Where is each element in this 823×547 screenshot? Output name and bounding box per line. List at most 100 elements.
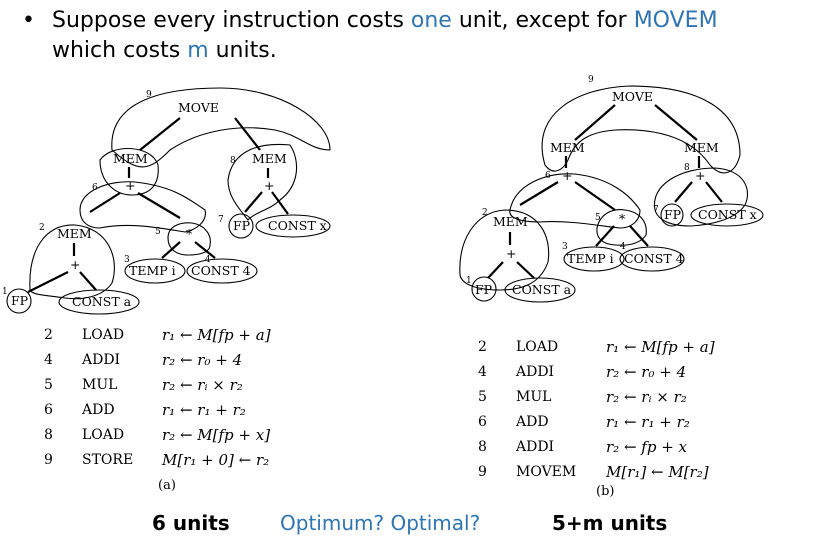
node-label: * <box>186 226 193 241</box>
node-cost: 3 <box>124 255 130 265</box>
caption-a: (a) <box>158 478 176 493</box>
node-label: TEMP i <box>129 263 176 278</box>
edge-b <box>519 181 559 206</box>
edge-a <box>89 192 121 213</box>
footer-question: Optimum? Optimal? <box>280 511 481 535</box>
footer-right-cost: 5+m units <box>552 511 668 535</box>
tile-a-times <box>167 222 211 256</box>
edge-a <box>137 192 181 219</box>
node-label: MEM <box>493 214 528 229</box>
tile-b-move <box>541 85 741 174</box>
edge-a <box>161 241 181 259</box>
node-label: + <box>70 257 80 272</box>
edge-b <box>487 261 504 279</box>
node-label: CONST a <box>72 294 132 309</box>
node-cost: 7 <box>653 205 659 215</box>
edge-a <box>271 191 289 215</box>
edge-a <box>234 117 261 151</box>
headline-accent-movem: MOVEM <box>633 8 718 33</box>
node-cost: 1 <box>466 276 472 286</box>
tile-a-mem-ll <box>29 224 115 300</box>
tile-a-mem-l <box>99 148 159 196</box>
edge-b <box>674 181 693 203</box>
tile-b-fp-r <box>660 203 684 227</box>
tile-b-fp-l <box>471 276 497 302</box>
node-cost: 9 <box>146 90 152 100</box>
tile-a-const-4 <box>186 258 258 284</box>
footer-left-cost: 6 units <box>152 511 230 535</box>
node-label: MEM <box>57 226 92 241</box>
tree-a: MOVE 9 MEM MEM 8 + 6 + MEM 2 * 5 FP 7 CO… <box>2 87 331 315</box>
node-label: + <box>506 246 516 261</box>
tile-b-mem-ll <box>459 209 550 291</box>
tile-a-const-x <box>255 214 331 238</box>
node-label: CONST 4 <box>191 263 251 278</box>
edge-b <box>574 181 616 211</box>
tile-a-move <box>111 87 331 168</box>
edge-a <box>79 271 97 291</box>
node-label: MEM <box>550 140 585 155</box>
edge-b <box>516 261 535 279</box>
edge-b <box>595 225 615 247</box>
node-label: CONST a <box>512 282 572 297</box>
node-cost: 9 <box>588 75 594 85</box>
node-cost: 1 <box>2 287 8 297</box>
headline-segment: units. <box>208 38 277 63</box>
node-label: + <box>264 178 274 193</box>
node-label: MEM <box>684 140 719 155</box>
node-label: MEM <box>113 151 148 166</box>
node-label: * <box>619 211 626 226</box>
node-label: TEMP i <box>567 251 614 266</box>
caption-b: (b) <box>596 484 615 499</box>
tree-b: MOVE 9 MEM MEM + 6 + 8 MEM 2 * 5 FP 7 CO… <box>459 75 764 303</box>
tile-a-fp-l <box>6 288 32 314</box>
headline-accent-one: one <box>410 8 452 33</box>
headline-segment: which costs <box>52 38 188 63</box>
node-label: MOVE <box>178 100 219 115</box>
edge-a <box>244 191 263 213</box>
node-cost: 5 <box>155 227 161 237</box>
tile-b-const-4 <box>619 246 685 272</box>
edge-b <box>705 181 723 203</box>
bullet: • <box>22 8 35 33</box>
node-cost: 4 <box>205 255 211 265</box>
tile-a-plus-l <box>79 181 206 233</box>
edge-a <box>139 117 181 151</box>
node-label: MEM <box>252 151 287 166</box>
node-cost: 6 <box>92 183 98 193</box>
node-cost: 6 <box>545 171 551 181</box>
headline-segment: Suppose every instruction costs <box>52 8 411 33</box>
node-label: + <box>125 178 135 193</box>
tile-a-fp-r <box>228 213 254 239</box>
node-label: CONST 4 <box>624 251 684 266</box>
tile-b-temp-i <box>563 246 625 272</box>
node-label: CONST x <box>268 218 327 233</box>
node-label: FP <box>664 207 681 222</box>
node-label: MOVE <box>612 89 653 104</box>
headline-accent-m: m <box>187 38 209 63</box>
node-label: FP <box>233 218 250 233</box>
node-label: + <box>695 168 705 183</box>
node-cost: 8 <box>230 156 236 166</box>
headline-segment: unit, except for <box>451 8 634 33</box>
tile-b-const-a <box>504 277 576 303</box>
node-cost: 4 <box>620 242 626 252</box>
tile-b-const-x <box>690 203 764 227</box>
tile-b-plus-l <box>509 173 641 229</box>
tile-a-temp-i <box>124 258 186 284</box>
node-cost: 5 <box>595 213 601 223</box>
node-cost: 7 <box>218 215 224 225</box>
headline-text: Suppose every instruction costs one unit… <box>52 6 812 66</box>
edge-b <box>654 104 698 141</box>
edge-b <box>629 225 649 247</box>
node-cost: 2 <box>39 223 45 233</box>
node-label: FP <box>11 293 28 308</box>
node-cost: 8 <box>684 163 690 173</box>
edge-b <box>574 104 616 141</box>
node-cost: 2 <box>482 208 488 218</box>
node-cost: 3 <box>562 242 568 252</box>
node-label: + <box>562 168 572 183</box>
